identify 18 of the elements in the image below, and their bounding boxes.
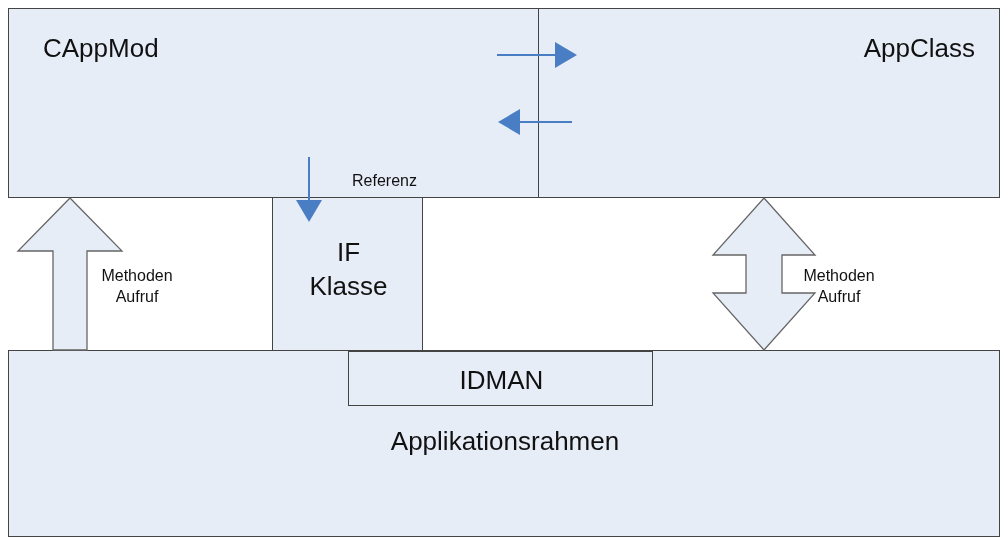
edge-label: Methoden Aufruf <box>802 266 876 307</box>
component-label: CAppMod <box>43 33 159 64</box>
component-box <box>348 351 653 406</box>
block-arrow <box>16 197 124 351</box>
double-block-arrow <box>711 197 817 351</box>
edge-label: Methoden Aufruf <box>100 266 174 307</box>
component-label: IF Klasse <box>308 236 389 303</box>
arrow <box>498 109 573 135</box>
component-label: AppClass <box>863 33 975 64</box>
edge-label: Referenz <box>352 171 417 191</box>
component-box <box>8 8 539 198</box>
component-box <box>8 350 1000 537</box>
component-box <box>538 8 1000 198</box>
component-box <box>272 197 423 351</box>
component-label: Applikationsrahmen <box>389 425 621 458</box>
component-label: IDMAN <box>458 364 545 397</box>
arrow <box>496 42 577 68</box>
arrow <box>296 156 322 222</box>
